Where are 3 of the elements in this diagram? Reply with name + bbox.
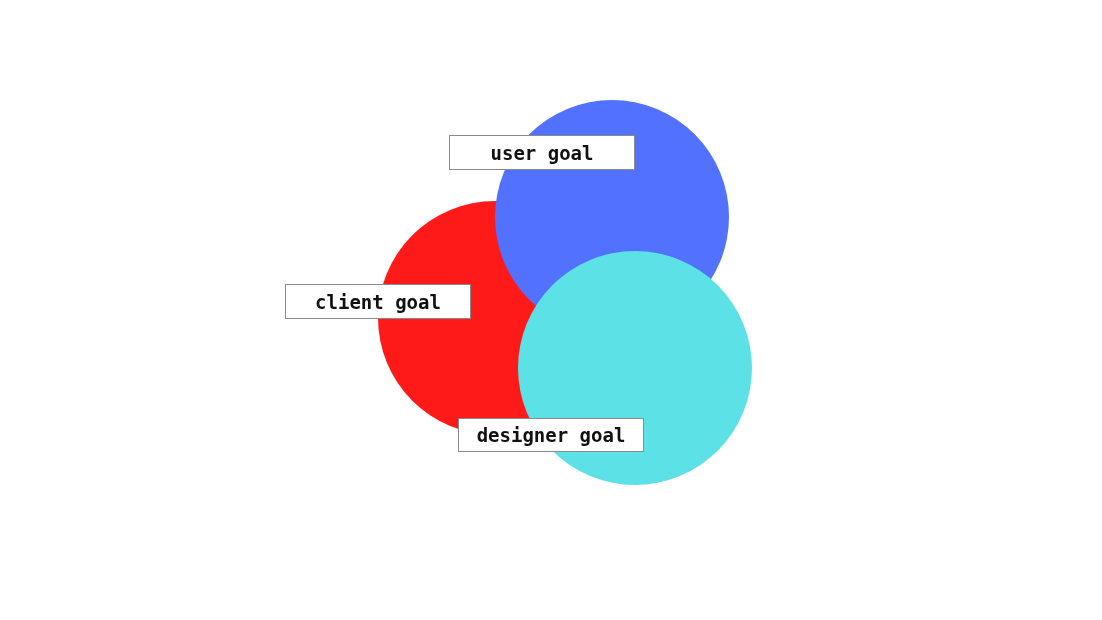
goal-label: designer goal xyxy=(458,418,644,452)
goal-label: user goal xyxy=(449,135,635,170)
goal-label: client goal xyxy=(285,284,471,319)
